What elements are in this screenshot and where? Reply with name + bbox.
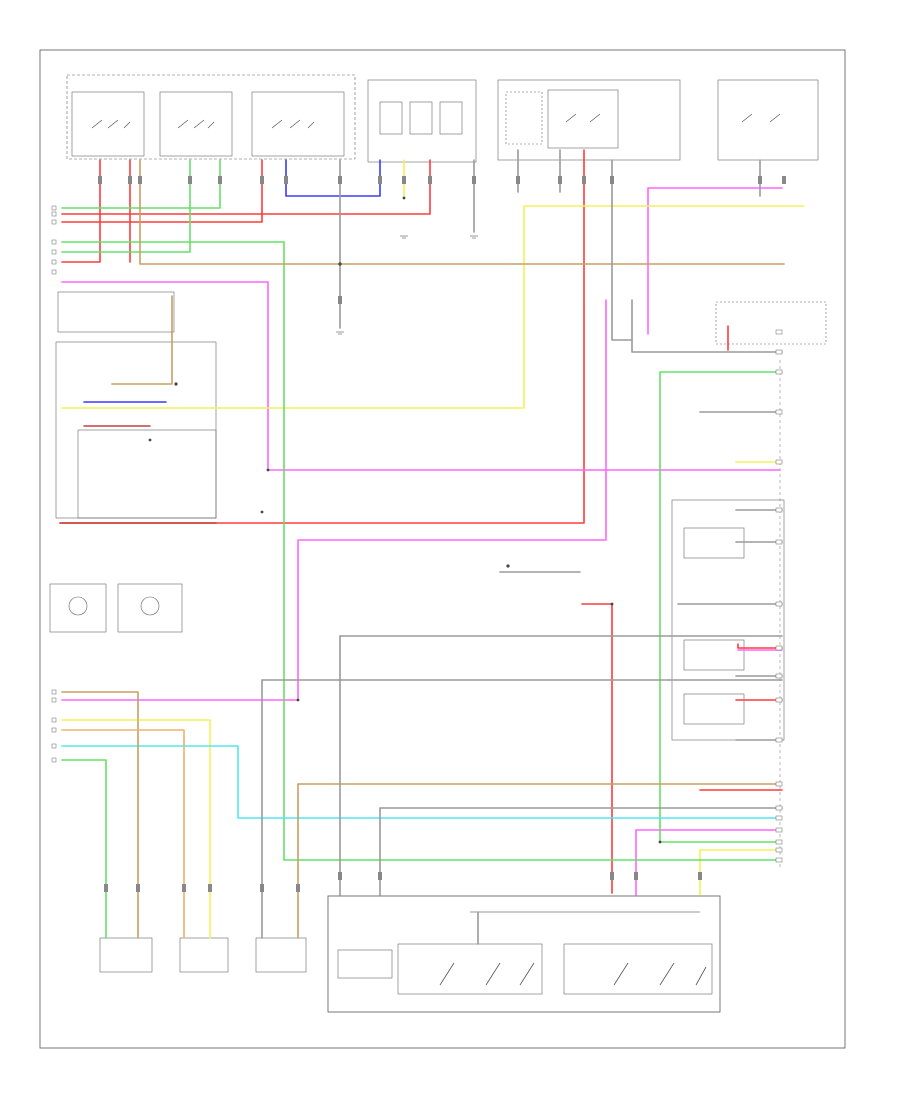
- wire-yellow-group: [61, 159, 805, 939]
- wire-green-group: [61, 159, 783, 939]
- top-right-relay-group: [497, 79, 819, 161]
- switch-box-3: [251, 91, 345, 157]
- wire-cyan-group: [61, 745, 781, 819]
- bottom-large-module: [327, 895, 721, 1013]
- bottom-box-2: [179, 937, 229, 973]
- bottom-box-3: [255, 937, 307, 973]
- wire-tan-group: [61, 159, 785, 939]
- top-center-module: [367, 79, 477, 163]
- wire-darkred-group: [59, 425, 217, 524]
- wire-red-group: [59, 149, 783, 894]
- switch-box-2: [159, 91, 233, 157]
- switch-box-1: [71, 91, 145, 157]
- wire-pink-group: [61, 187, 783, 896]
- right-control-module: [671, 499, 785, 741]
- bottom-box-1: [99, 937, 153, 973]
- connector-ticks: [98, 176, 786, 892]
- splice-points: [148, 196, 662, 844]
- bottom-connectors: [99, 937, 307, 973]
- left-sensor-pair: [49, 583, 183, 633]
- left-module-upper: [55, 291, 217, 519]
- diagram-frame: [39, 49, 846, 1049]
- right-module-upper: [715, 301, 827, 345]
- left-pin-stubs: [51, 205, 57, 763]
- wire-grey-group: [261, 149, 783, 945]
- right-pin-stubs: [775, 329, 783, 863]
- wire-blue-group: [83, 159, 381, 403]
- ground-symbols: [336, 235, 478, 335]
- top-left-switch-group: [66, 74, 356, 160]
